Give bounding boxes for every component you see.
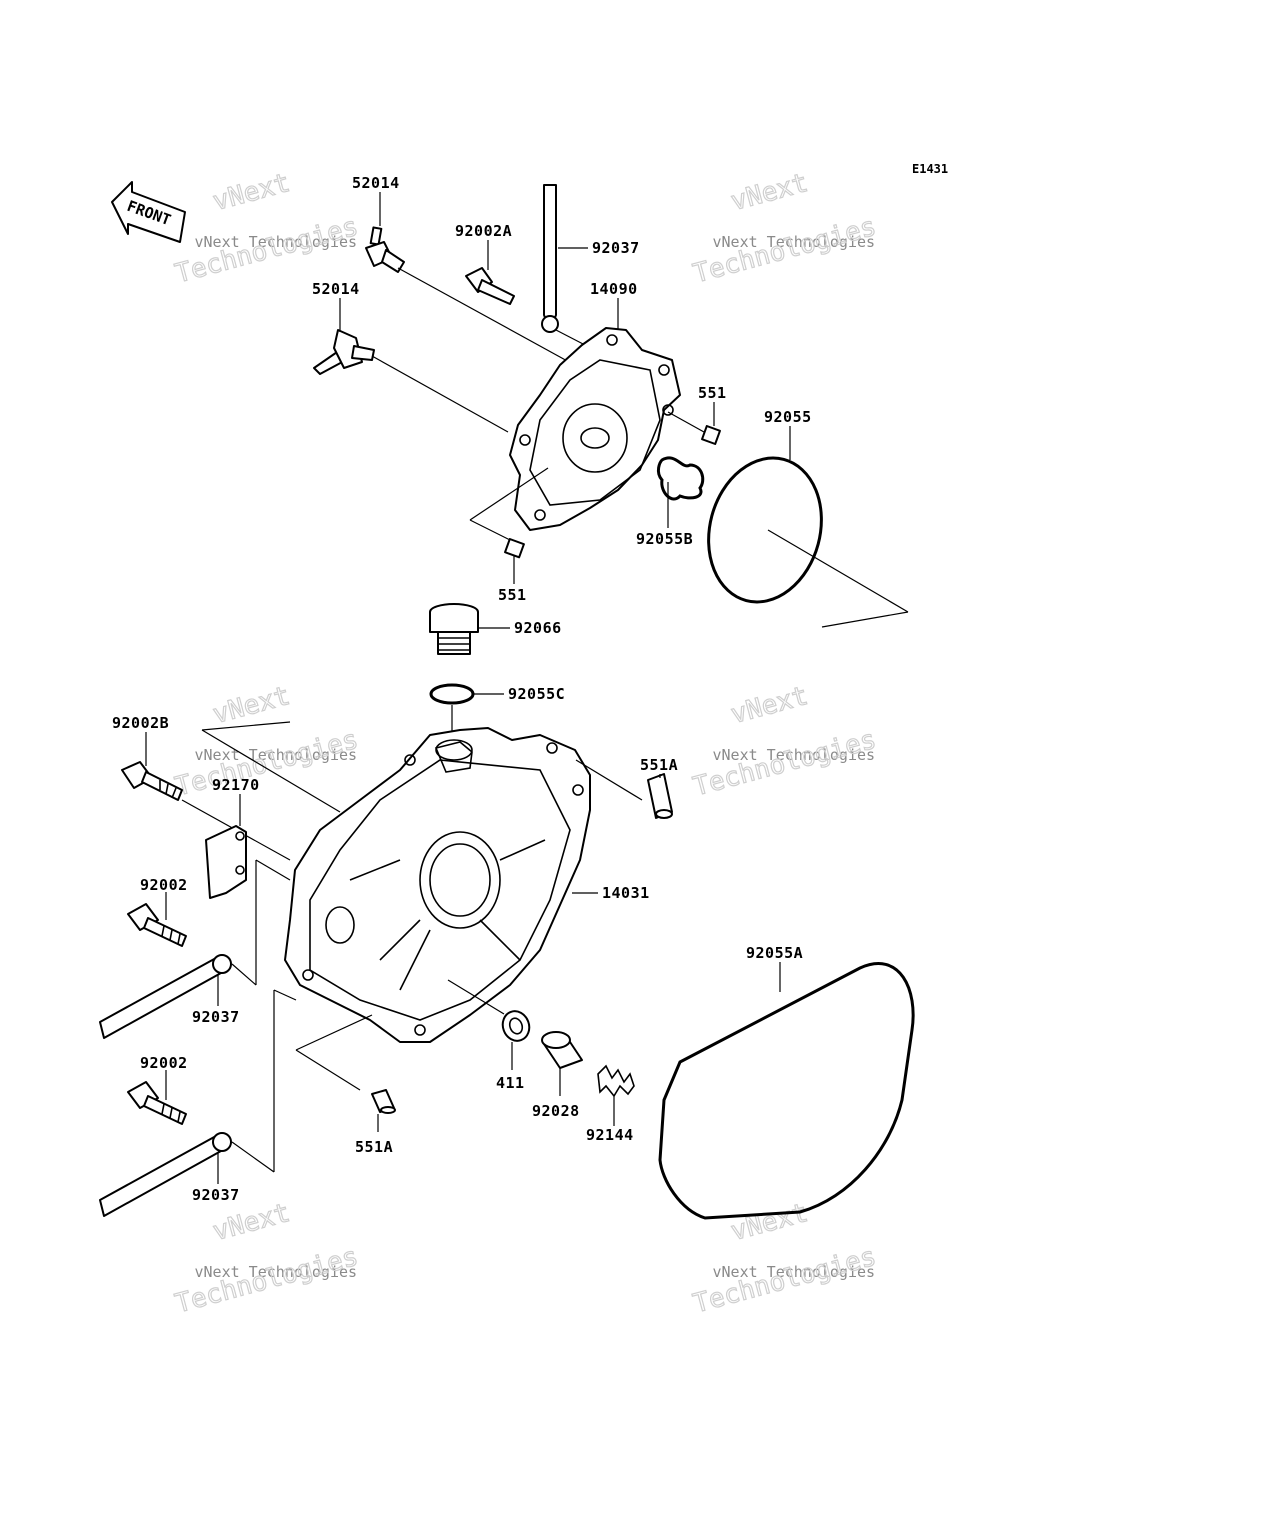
callout-411: 411 [496, 1074, 525, 1092]
svg-text:vNext: vNext [728, 1198, 811, 1247]
spring-92144 [597, 1064, 635, 1098]
svg-text:vNext Technologies: vNext Technologies [195, 233, 358, 251]
callout-92055b: 92055B [636, 530, 693, 548]
callout-14031: 14031 [602, 884, 650, 902]
callout-92055: 92055 [764, 408, 812, 426]
o-ring-92055b [656, 456, 705, 501]
watermark-bottom-left: vNext vNext Technologies Technologies [172, 1197, 362, 1320]
o-ring-92055 [707, 456, 823, 604]
callout-92037-top: 92037 [592, 239, 640, 257]
bolt-92002-lower [127, 1081, 187, 1125]
callout-92037-middle: 92037 [192, 1008, 240, 1026]
callout-92037-lower: 92037 [192, 1186, 240, 1204]
strap-92037-middle [99, 859, 291, 1039]
seal-411 [501, 1010, 531, 1042]
svg-text:vNext Technologies: vNext Technologies [195, 746, 358, 764]
dowel-551-right [667, 411, 721, 445]
watermark-mid-left: vNext vNext Technologies Technologies [172, 680, 362, 803]
plug-92066 [429, 603, 479, 655]
gasket-92055a [658, 962, 915, 1220]
callout-92002-upper: 92002 [140, 876, 188, 894]
callout-14090: 14090 [590, 280, 638, 298]
svg-text:vNext Technologies: vNext Technologies [713, 1263, 876, 1281]
dowel-551a-lower [371, 1089, 396, 1114]
bushing-92028 [541, 1031, 583, 1069]
svg-text:vNext Technologies: vNext Technologies [713, 746, 876, 764]
svg-text:vNext: vNext [210, 168, 293, 217]
o-ring-92055c [429, 683, 475, 705]
callout-92028: 92028 [532, 1102, 580, 1120]
watermark-top-right: vNext vNext Technologies Technologies [690, 167, 880, 290]
svg-text:vNext: vNext [728, 168, 811, 217]
callout-52014-lower: 52014 [312, 280, 360, 298]
watermark-bottom-right: vNext vNext Technologies Technologies [690, 1197, 880, 1320]
housing-14031 [284, 727, 591, 1091]
watermark-mid-right: vNext vNext Technologies Technologies [690, 680, 880, 803]
svg-text:vNext: vNext [728, 681, 811, 730]
dowel-551-lower [504, 538, 525, 559]
bolt-92002a [465, 267, 515, 305]
plate-92170 [205, 825, 247, 899]
callout-551a-right: 551A [640, 756, 678, 774]
fitting-52014-upper [365, 226, 581, 369]
callout-551-right: 551 [698, 384, 727, 402]
callout-92066: 92066 [514, 619, 562, 637]
strap-92037-top [541, 184, 586, 346]
callout-92002-lower: 92002 [140, 1054, 188, 1072]
callout-92144: 92144 [586, 1126, 634, 1144]
callout-92055a: 92055A [746, 944, 803, 962]
svg-text:vNext Technologies: vNext Technologies [713, 233, 876, 251]
fitting-52014-lower [313, 329, 509, 433]
callout-92055c: 92055C [508, 685, 565, 703]
bolt-92002-upper [127, 903, 187, 947]
dowel-551a-right [575, 759, 673, 819]
svg-text:vNext Technologies: vNext Technologies [195, 1263, 358, 1281]
watermark-top-left: vNext vNext Technologies Technologies [172, 167, 362, 290]
cover-14090 [469, 327, 681, 541]
callout-92002a: 92002A [455, 222, 512, 240]
svg-text:vNext: vNext [210, 1198, 293, 1247]
diagram-code: E1431 [912, 162, 948, 176]
callout-551-lower: 551 [498, 586, 527, 604]
front-arrow-icon: FRONT [111, 181, 186, 243]
callout-52014-upper: 52014 [352, 174, 400, 192]
strap-92037-lower [99, 989, 297, 1217]
callout-92002b: 92002B [112, 714, 169, 732]
callout-92170: 92170 [212, 776, 260, 794]
callout-551a-lower: 551A [355, 1138, 393, 1156]
